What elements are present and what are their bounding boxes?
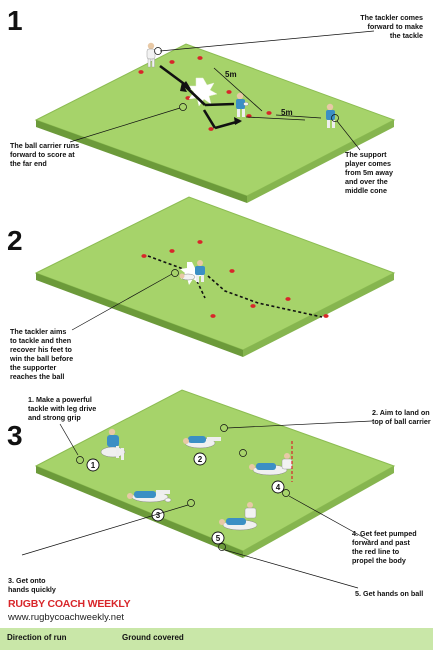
callout-lines-panel-3	[21, 420, 373, 589]
cone	[285, 297, 291, 301]
cone	[323, 314, 329, 318]
cone	[197, 240, 203, 244]
step-markers-panel-3	[86, 452, 285, 545]
player-support-panel-1	[326, 103, 335, 128]
marker-5	[211, 531, 225, 545]
distance-label-1: 5m	[225, 70, 237, 79]
legend-ground-label: Ground covered	[122, 633, 184, 642]
cone	[141, 254, 147, 258]
cone	[138, 70, 144, 74]
distance-lines-panel-1	[213, 67, 322, 121]
marker-3	[151, 508, 165, 522]
note-step-1: 1. Make a powerful tackle with leg drive…	[28, 395, 97, 422]
cone	[208, 127, 214, 131]
players-tackle-panel-2	[179, 260, 205, 282]
tackle-figure-3	[127, 490, 172, 503]
brand-logo: RUGBY COACH WEEKLY	[8, 598, 131, 610]
marker-2-label: 2	[198, 455, 203, 464]
website-url: www.rugbycoachweekly.net	[8, 612, 124, 623]
pitch-panel-1	[34, 43, 396, 203]
legend-run-label: Direction of run	[7, 633, 67, 642]
tackle-figure-5	[219, 502, 258, 531]
note-step-3: 3. Get onto hands quickly	[8, 576, 56, 594]
step-number-2: 2	[7, 225, 23, 256]
note-step-2: 2. Aim to land on top of ball carrier	[372, 408, 431, 426]
callout-lines-panel-2	[71, 269, 179, 331]
callout-lines-panel-1	[69, 30, 375, 151]
ground-covered-paths-panel-2	[147, 255, 323, 318]
note-step-5: 5. Get hands on ball	[355, 589, 424, 598]
tackle-figure-4	[249, 453, 293, 476]
note-support-panel-1: The support player comes from 5m away an…	[345, 150, 393, 195]
cone	[169, 60, 175, 64]
tackle-figure-2	[183, 436, 221, 449]
note-tackler-panel-2: The tackler aims to tackle and then reco…	[10, 327, 74, 381]
cone	[197, 56, 203, 60]
marker-5-label: 5	[216, 534, 221, 543]
tackle-figure-1	[100, 428, 126, 460]
arrowhead-icon	[234, 117, 242, 125]
cone	[226, 90, 232, 94]
step-number-1: 1	[7, 5, 23, 36]
note-tackler-panel-1: The tackler comes forward to make the ta…	[360, 13, 423, 40]
marker-2	[193, 452, 207, 466]
arrowhead-icon	[180, 82, 187, 92]
marker-1-label: 1	[91, 461, 96, 470]
legend-bar: Direction of run Ground covered	[0, 628, 433, 650]
cone	[210, 314, 216, 318]
pitch-panel-2	[34, 196, 396, 357]
marker-1	[86, 458, 100, 472]
step-number-3: 3	[7, 420, 23, 451]
cone	[266, 111, 272, 115]
marker-4	[271, 480, 285, 494]
note-carrier-panel-1: The ball carrier runs forward to score a…	[10, 141, 80, 168]
cone	[250, 304, 256, 308]
player-carrier-panel-1	[236, 92, 249, 117]
cone	[169, 249, 175, 253]
marker-3-label: 3	[156, 511, 161, 520]
cone	[229, 269, 235, 273]
cones-panel-2	[141, 240, 329, 318]
distance-label-2: 5m	[281, 108, 293, 117]
marker-4-label: 4	[276, 483, 281, 492]
note-step-4: 4. Get feet pumped forward and past the …	[352, 529, 417, 565]
player-tackler-panel-1	[146, 42, 156, 68]
